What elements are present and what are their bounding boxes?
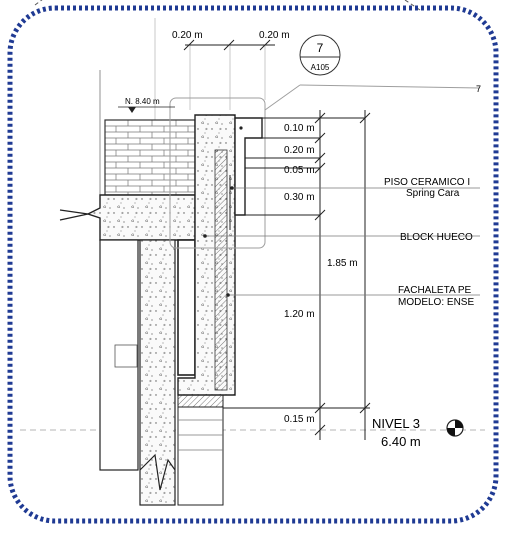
leader-lines <box>205 187 480 296</box>
dim-005: 0.05 m <box>284 165 315 176</box>
level-symbol-icon <box>446 419 464 437</box>
dim-015: 0.15 m <box>284 414 315 425</box>
level-top: N. 8.40 m <box>125 97 160 106</box>
callout-number: 7 <box>317 41 324 55</box>
label-piso-1: PISO CERAMICO I <box>384 177 470 188</box>
edge-mark: 7 <box>476 84 481 94</box>
dim-185: 1.85 m <box>327 258 358 269</box>
level-name: NIVEL 3 <box>372 416 420 431</box>
dim-020: 0.20 m <box>284 145 315 156</box>
label-piso-2: Spring Cara <box>406 188 460 199</box>
section-callout[interactable]: 7 A105 <box>299 34 341 76</box>
concrete-slab <box>86 194 196 241</box>
label-block: BLOCK HUECO <box>400 232 473 243</box>
brick-wall <box>104 119 196 196</box>
level-elevation: 6.40 m <box>381 434 421 449</box>
cladding <box>214 149 228 391</box>
dim-120: 1.20 m <box>284 309 315 320</box>
dim-010: 0.10 m <box>284 123 315 134</box>
frame-border <box>7 5 499 524</box>
vertical-dimensions <box>223 110 371 440</box>
dim-030: 0.30 m <box>284 192 315 203</box>
label-fach-2: MODELO: ENSE <box>398 297 474 308</box>
callout-sheet: A105 <box>311 63 330 72</box>
label-fach-1: FACHALETA PE <box>398 285 472 296</box>
dim-top-right: 0.20 m <box>259 30 290 41</box>
top-dimensions <box>183 39 275 51</box>
dim-top-left: 0.20 m <box>172 30 203 41</box>
